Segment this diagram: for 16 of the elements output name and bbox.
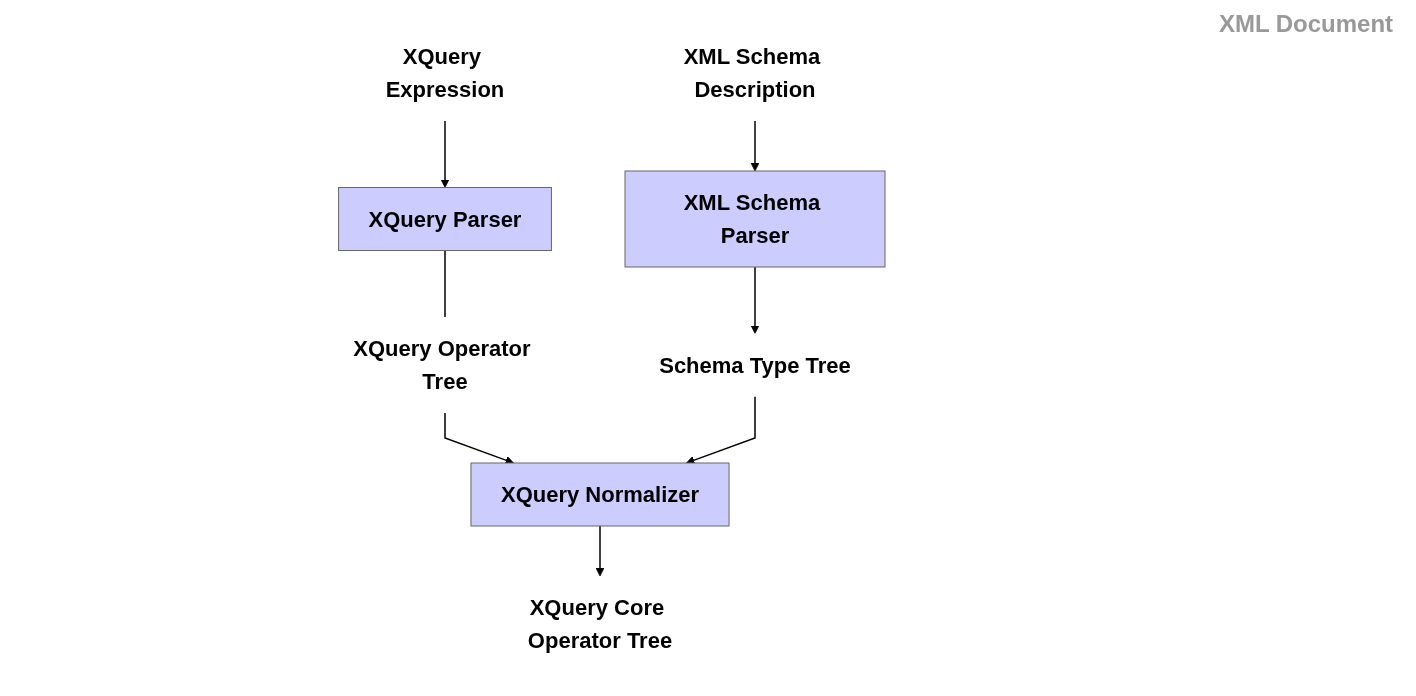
node-text: XQuery Core Operator Tree [527, 594, 673, 653]
document-label: XML Document [1217, 10, 1395, 38]
node-text: XQuery Operator Tree [353, 335, 531, 394]
node-text: XML Schema Description [683, 43, 821, 102]
arrow [595, 524, 605, 576]
connector [444, 249, 446, 318]
arrow [750, 265, 760, 334]
node-box: XML Schema Parser [624, 170, 886, 267]
arrow [444, 411, 514, 464]
arrow [686, 395, 756, 464]
arrow [750, 119, 760, 171]
node-box: XQuery Normalizer [470, 462, 730, 526]
arrow [440, 119, 450, 188]
node-text: XQuery Expression [385, 43, 505, 102]
node-text: Schema Type Tree [659, 352, 851, 377]
node-box: XQuery Parser [338, 186, 552, 251]
